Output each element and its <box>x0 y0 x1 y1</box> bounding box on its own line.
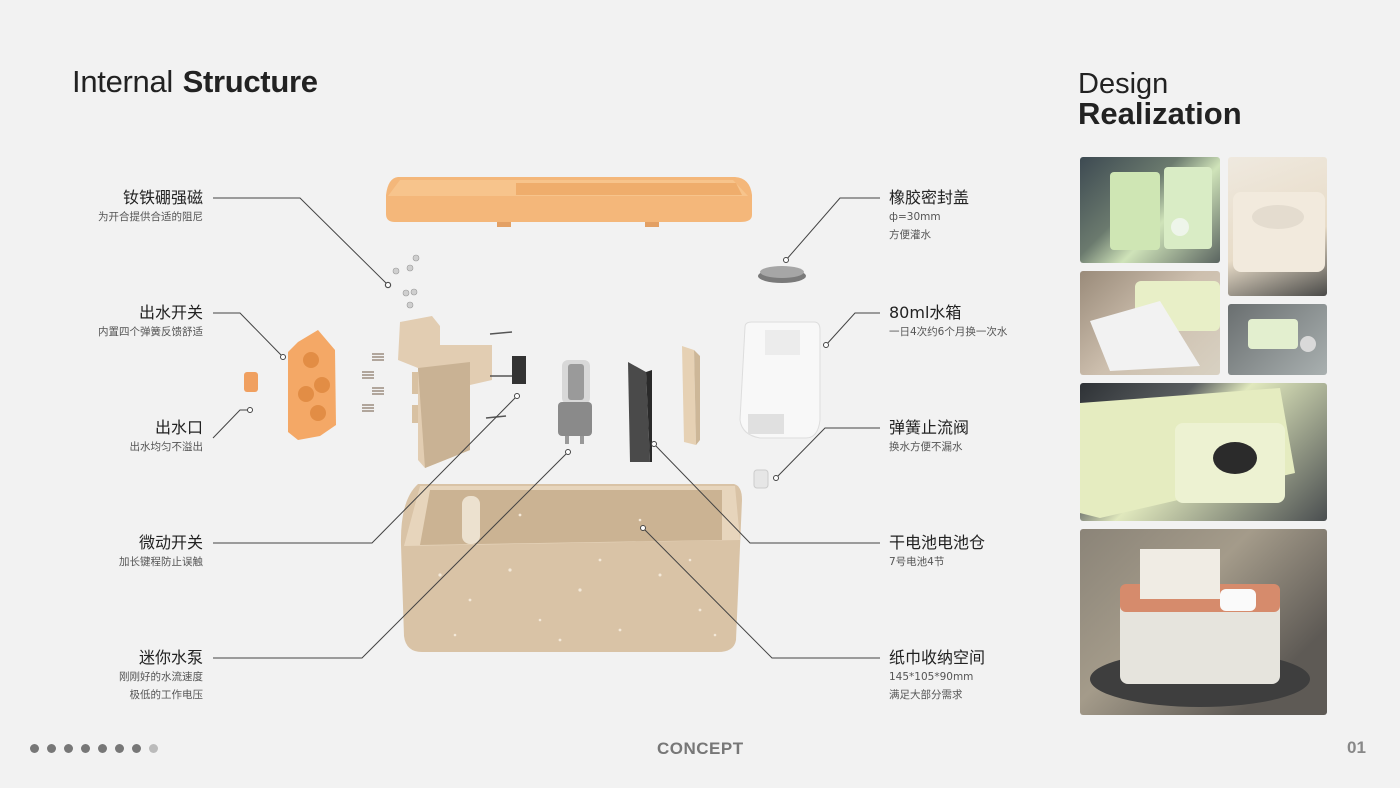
page-dot[interactable] <box>64 744 73 753</box>
label-micro-switch: 微动开关 加长键程防止误触 <box>43 533 203 571</box>
photo-tissue-dispense <box>1080 271 1220 375</box>
label-valve-desc: 换水方便不漏水 <box>889 441 963 453</box>
label-pump-desc-1: 刚刚好的水流速度 <box>119 671 203 683</box>
label-outlet: 出水口 出水均匀不溢出 <box>43 418 204 456</box>
label-magnet-title: 钕铁硼强磁 <box>122 188 203 207</box>
label-water-tank-title: 80ml水箱 <box>889 303 962 322</box>
page-dot[interactable] <box>98 744 107 753</box>
label-rubber-cap-desc-1: ф=30mm <box>889 211 941 223</box>
label-battery-desc: 7号电池4节 <box>889 556 945 568</box>
page-dot[interactable] <box>81 744 90 753</box>
pump <box>558 360 592 444</box>
page-title: Internal Structure <box>72 64 318 100</box>
water-tank <box>739 321 821 439</box>
water-switch <box>288 330 336 440</box>
page-number: 01 <box>1347 738 1366 757</box>
label-pump-desc-2: 极低的工作电压 <box>129 689 204 701</box>
page-dot[interactable] <box>30 744 39 753</box>
leader-lines <box>212 197 880 659</box>
label-water-tank: 80ml水箱 一日4次约6个月换一次水 <box>889 303 1069 341</box>
label-battery: 干电池电池仓 7号电池4节 <box>889 533 1069 571</box>
photo-components <box>1228 304 1327 375</box>
label-storage: 纸巾收纳空间 145*105*90mm 满足大部分需求 <box>889 648 1069 704</box>
label-storage-desc-2: 满足大部分需求 <box>889 689 963 701</box>
label-rubber-cap: 橡胶密封盖 ф=30mm 方便灌水 <box>889 188 1069 244</box>
photo-lid-detail <box>1228 157 1327 296</box>
photo-inner-tank <box>1080 383 1327 521</box>
label-pump-title: 迷你水泵 <box>138 648 203 667</box>
label-rubber-cap-title: 橡胶密封盖 <box>889 188 970 207</box>
battery-box <box>628 362 652 462</box>
side-title-realization: Realization <box>1078 96 1242 131</box>
page-dot[interactable] <box>115 744 124 753</box>
label-micro-switch-title: 微动开关 <box>138 533 203 552</box>
label-water-switch-title: 出水开关 <box>138 303 203 322</box>
title-light: Internal <box>72 64 173 99</box>
footer-section-label: CONCEPT <box>657 739 744 758</box>
photo-prototype-open <box>1080 157 1220 263</box>
label-water-tank-desc: 一日4次约6个月换一次水 <box>889 326 1008 338</box>
inner-frame <box>398 316 492 468</box>
label-water-switch: 出水开关 内置四个弹簧反馈舒适 <box>43 303 203 341</box>
label-storage-title: 纸巾收纳空间 <box>889 648 986 667</box>
storage-box <box>400 484 742 652</box>
side-title-design: Design <box>1078 68 1169 100</box>
title-bold: Structure <box>182 64 318 99</box>
label-water-switch-desc: 内置四个弹簧反馈舒适 <box>98 326 203 338</box>
label-magnet-desc: 为开合提供合适的阻尼 <box>98 211 203 223</box>
label-rubber-cap-desc-2: 方便灌水 <box>889 229 931 241</box>
photo-final-product <box>1080 529 1327 715</box>
label-magnet: 钕铁硼强磁 为开合提供合适的阻尼 <box>43 188 203 226</box>
label-micro-switch-desc: 加长键程防止误触 <box>119 556 203 568</box>
label-pump: 迷你水泵 刚刚好的水流速度 极低的工作电压 <box>43 648 203 704</box>
tray-lid <box>386 177 752 227</box>
label-outlet-title: 出水口 <box>154 418 203 437</box>
label-valve: 弹簧止流阀 换水方便不漏水 <box>889 418 1069 456</box>
label-outlet-desc: 出水均匀不溢出 <box>129 441 204 453</box>
page-dot[interactable] <box>149 744 158 753</box>
label-valve-title: 弹簧止流阀 <box>889 418 970 437</box>
label-battery-title: 干电池电池仓 <box>889 533 986 552</box>
page-dot[interactable] <box>47 744 56 753</box>
page-dots <box>30 744 158 753</box>
page-dot[interactable] <box>132 744 141 753</box>
label-storage-desc-1: 145*105*90mm <box>889 671 974 683</box>
